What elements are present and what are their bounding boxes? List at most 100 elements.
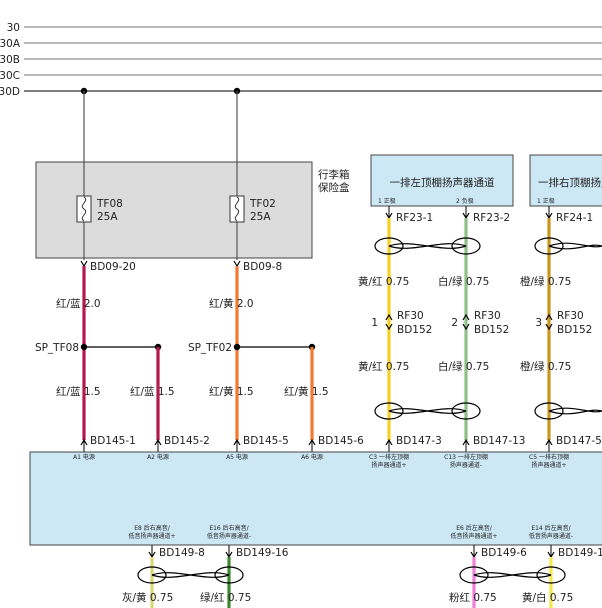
amplifier-module: A1 电源 A2 电源 A5 电源 A6 电源 C3 一排左顶棚 扬声器通道+ … (29, 451, 602, 546)
wire-label: 红/黄 1.5 (284, 385, 329, 398)
connector-arrow-icon (385, 323, 393, 331)
connector-label: RF30 (397, 310, 424, 322)
wire-label: 黄/白 0.75 (522, 591, 573, 604)
wire-label: 灰/黄 0.75 (122, 591, 173, 604)
connector-label: BD145-5 (243, 435, 289, 447)
connector-label: BD152 (397, 324, 432, 336)
inline-connector: 1 RF30 BD152 (371, 310, 432, 336)
connector-arrow-icon (545, 323, 553, 331)
speaker-box (529, 154, 602, 207)
speaker-pin-label: 2 负极 (456, 197, 474, 205)
connector-label: BD149-14 (558, 547, 602, 559)
connector-label: BD149-8 (159, 547, 205, 559)
fuse-box-title-1: 行李箱 (318, 168, 350, 181)
fuse-rating: 25A (250, 211, 271, 223)
twisted-pair-icon (459, 566, 566, 584)
module-pin-label: C5 一排右顶棚 (529, 453, 569, 461)
module-pin-sublabel: 低音扬声器通道+ (128, 532, 175, 540)
wire-label: 白/绿 0.75 (438, 275, 489, 288)
connector-label: BD145-6 (318, 435, 364, 447)
fuse-name: TF02 (249, 198, 276, 210)
module-pin-sublabel: 扬声器通道+ (531, 461, 566, 469)
wire-label: 粉红 0.75 (449, 591, 497, 604)
connector-label: RF24-1 (556, 212, 593, 224)
connector-pin: 2 (451, 317, 458, 329)
wire-label: 绿/红 0.75 (200, 591, 251, 604)
power-bus: 30 30A 30B 30C 30D (0, 22, 602, 98)
wire-label: 红/蓝 2.0 (56, 297, 101, 310)
wire-label: 红/蓝 1.5 (130, 385, 175, 398)
fuse-symbol-icon (234, 196, 240, 222)
speaker-title: 一排左顶棚扬声器通道 (390, 176, 495, 189)
connector-label: RF23-2 (473, 212, 510, 224)
twisted-pair-icon (534, 237, 602, 255)
module-pin-label: A1 电源 (73, 453, 95, 461)
speaker-pin-label: 1 正极 (537, 197, 555, 205)
wire-label: 红/黄 1.5 (209, 385, 254, 398)
module-pin-label: A2 电源 (147, 453, 169, 461)
fuse-rating: 25A (97, 211, 118, 223)
fuse-name: TF08 (96, 198, 123, 210)
connector-arrow-icon (80, 260, 88, 268)
wire-label: 红/蓝 1.5 (56, 385, 101, 398)
wire-label: 红/黄 2.0 (209, 297, 254, 310)
connector-label: BD147-13 (473, 435, 525, 447)
inline-connector: 2 RF30 BD152 (451, 310, 509, 336)
module-pin-label: E6 后左高音/ (456, 524, 493, 532)
bottom-wires: BD149-8 BD149-16 BD149-6 BD149-14 灰/黄 0.… (122, 545, 602, 608)
module-pin-sublabel: 扬声器通道+ (371, 461, 406, 469)
wire-label: 黄/红 0.75 (358, 360, 409, 373)
module-pin-sublabel: 低音扬声器通道+ (450, 532, 497, 540)
bus-label-30: 30 (7, 22, 20, 34)
module-pin-label: A5 电源 (226, 453, 248, 461)
wire-label: 橙/绿 0.75 (520, 275, 571, 288)
module-pin-label: E14 后左高音/ (531, 524, 571, 532)
fuse-box-title-2: 保险盒 (318, 181, 350, 194)
connector-pin: 1 (371, 317, 378, 329)
connector-label: BD147-3 (396, 435, 442, 447)
tf08-circuit: BD09-20 红/蓝 2.0 SP_TF08 红/蓝 1.5 红/蓝 1.5 … (35, 260, 210, 452)
fuse-box: 行李箱 保险盒 TF08 25A TF02 25A (35, 91, 350, 260)
module-pin-label: C3 一排左顶棚 (369, 453, 409, 461)
connector-label: BD09-20 (90, 261, 136, 273)
connector-arrow-icon (233, 260, 241, 268)
connector-label: BD149-16 (236, 547, 289, 559)
bus-label-30a: 30A (0, 38, 21, 50)
speaker-pin-label: 1 正极 (378, 197, 396, 205)
connector-label: BD152 (557, 324, 592, 336)
module-pin-label: E8 后右高音/ (134, 524, 171, 532)
connector-label: RF30 (557, 310, 584, 322)
connector-label: BD09-8 (243, 261, 282, 273)
speaker-left-roof: 一排左顶棚扬声器通道 1 正极 2 负极 RF23-1 RF23-2 (370, 154, 514, 224)
bus-label-30c: 30C (0, 70, 20, 82)
bus-label-30d: 30D (0, 86, 20, 98)
fuse-symbol-icon (81, 196, 87, 222)
connector-label: BD145-1 (90, 435, 136, 447)
connector-arrow-icon (462, 323, 470, 331)
speaker-wires: 黄/红 0.75 白/绿 0.75 橙/绿 0.75 1 RF30 BD152 … (358, 218, 602, 452)
connector-arrow-icon (545, 313, 553, 321)
connector-label: BD152 (474, 324, 509, 336)
fuse-tf08: TF08 25A (76, 195, 123, 223)
inline-connector: 3 RF30 BD152 (535, 310, 592, 336)
module-pin-sublabel: 低音扬声器通道- (207, 532, 251, 540)
connector-label: RF30 (474, 310, 501, 322)
module-pin-label: A6 电源 (301, 453, 323, 461)
twisted-pair-icon (534, 402, 602, 420)
twisted-pair-icon (374, 402, 481, 420)
wire-label: 橙/绿 0.75 (520, 360, 571, 373)
connector-label: BD149-6 (481, 547, 527, 559)
wire-label: 黄/红 0.75 (358, 275, 409, 288)
module-pin-label: C13 一排左顶棚 (444, 453, 488, 461)
connector-label: BD145-2 (164, 435, 210, 447)
splice-dot (80, 343, 88, 351)
tf02-circuit: BD09-8 红/黄 2.0 SP_TF02 红/黄 1.5 红/黄 1.5 B… (188, 260, 364, 452)
connector-arrow-icon (462, 313, 470, 321)
wire-label: 白/绿 0.75 (438, 360, 489, 373)
connector-label: RF23-1 (396, 212, 433, 224)
module-pin-sublabel: 扬声器通道- (450, 461, 482, 469)
